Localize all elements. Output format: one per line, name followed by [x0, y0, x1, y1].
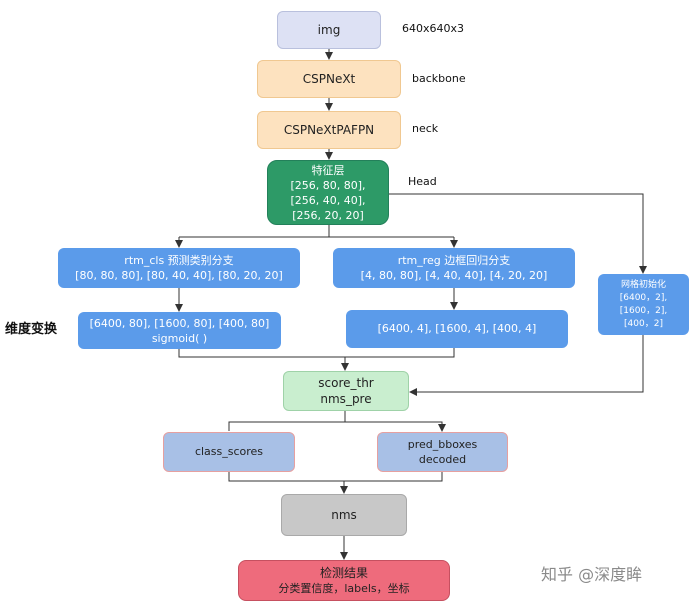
node-grid-init-line2: [1600，2], [619, 305, 668, 316]
node-nms-text: nms [331, 508, 357, 522]
node-reg-reshape: [6400, 4], [1600, 4], [400, 4] [346, 310, 568, 348]
label-input-size: 640x640x3 [402, 22, 465, 35]
node-score-thr: score_thr nms_pre [283, 371, 409, 411]
node-feature-layer-line1: [256, 80, 80], [290, 178, 366, 192]
node-detection-result-title: 检测结果 [319, 565, 368, 580]
node-class-scores-text: class_scores [194, 445, 264, 458]
node-reg-reshape-shapes: [6400, 4], [1600, 4], [400, 4] [377, 322, 537, 335]
node-cls-reshape-shapes: [6400, 80], [1600, 80], [400, 80] [89, 316, 270, 330]
node-img-text: img [317, 23, 341, 37]
node-rtm-cls: rtm_cls 预测类别分支 [80, 80, 80], [80, 40, 40… [58, 248, 300, 288]
node-grid-init: 网格初始化 [6400，2], [1600，2], [400，2] [598, 274, 689, 335]
node-grid-init-line1: [6400，2], [619, 292, 668, 303]
node-nms: nms [281, 494, 407, 536]
node-score-thr-line1: score_thr [318, 376, 374, 390]
node-rtm-reg-title: rtm_reg 边框回归分支 [397, 254, 511, 267]
watermark: 知乎 @深度眸 [541, 565, 643, 584]
node-feature-layer: 特征层 [256, 80, 80], [256, 40, 40], [256, … [267, 160, 389, 225]
node-img: img [277, 11, 381, 49]
node-detection-result: 检测结果 分类置信度，labels，坐标 [238, 560, 450, 601]
node-neck: CSPNeXtPAFPN [257, 111, 401, 149]
label-backbone: backbone [412, 72, 466, 85]
label-head: Head [408, 175, 437, 188]
edge-grid-score [409, 335, 644, 396]
node-rtm-reg: rtm_reg 边框回归分支 [4, 80, 80], [4, 40, 40],… [333, 248, 575, 288]
node-cls-reshape-sigmoid: sigmoid( ) [151, 331, 208, 345]
node-cls-reshape: [6400, 80], [1600, 80], [400, 80] sigmoi… [78, 312, 281, 349]
node-feature-layer-title: 特征层 [311, 163, 345, 177]
label-neck: neck [412, 122, 439, 135]
node-backbone: CSPNeXt [257, 60, 401, 98]
node-detection-result-detail: 分类置信度，labels，坐标 [278, 581, 410, 595]
node-grid-init-title: 网格初始化 [620, 279, 666, 290]
label-dim-transform: 维度变换 [5, 322, 58, 337]
node-backbone-text: CSPNeXt [302, 72, 356, 86]
node-rtm-cls-title: rtm_cls 预测类别分支 [124, 254, 234, 267]
node-feature-layer-line2: [256, 40, 40], [290, 193, 366, 207]
edge-merge-score [178, 348, 455, 370]
node-feature-layer-line3: [256, 20, 20] [292, 208, 364, 222]
edge-head-split [179, 225, 454, 238]
edge-head-grid [389, 193, 647, 274]
edge-score-split [228, 411, 442, 431]
node-score-thr-line2: nms_pre [320, 392, 372, 406]
node-neck-text: CSPNeXtPAFPN [283, 123, 375, 137]
node-class-scores: class_scores [163, 432, 295, 472]
node-grid-init-line3: [400，2] [624, 318, 663, 329]
node-pred-bboxes-line2: decoded [418, 453, 467, 466]
node-rtm-cls-shapes: [80, 80, 80], [80, 40, 40], [80, 20, 20] [75, 269, 283, 282]
node-pred-bboxes: pred_bboxes decoded [377, 432, 508, 472]
node-pred-bboxes-line1: pred_bboxes [407, 438, 478, 451]
edge-scores-nms [228, 472, 443, 493]
node-rtm-reg-shapes: [4, 80, 80], [4, 40, 40], [4, 20, 20] [360, 269, 548, 282]
